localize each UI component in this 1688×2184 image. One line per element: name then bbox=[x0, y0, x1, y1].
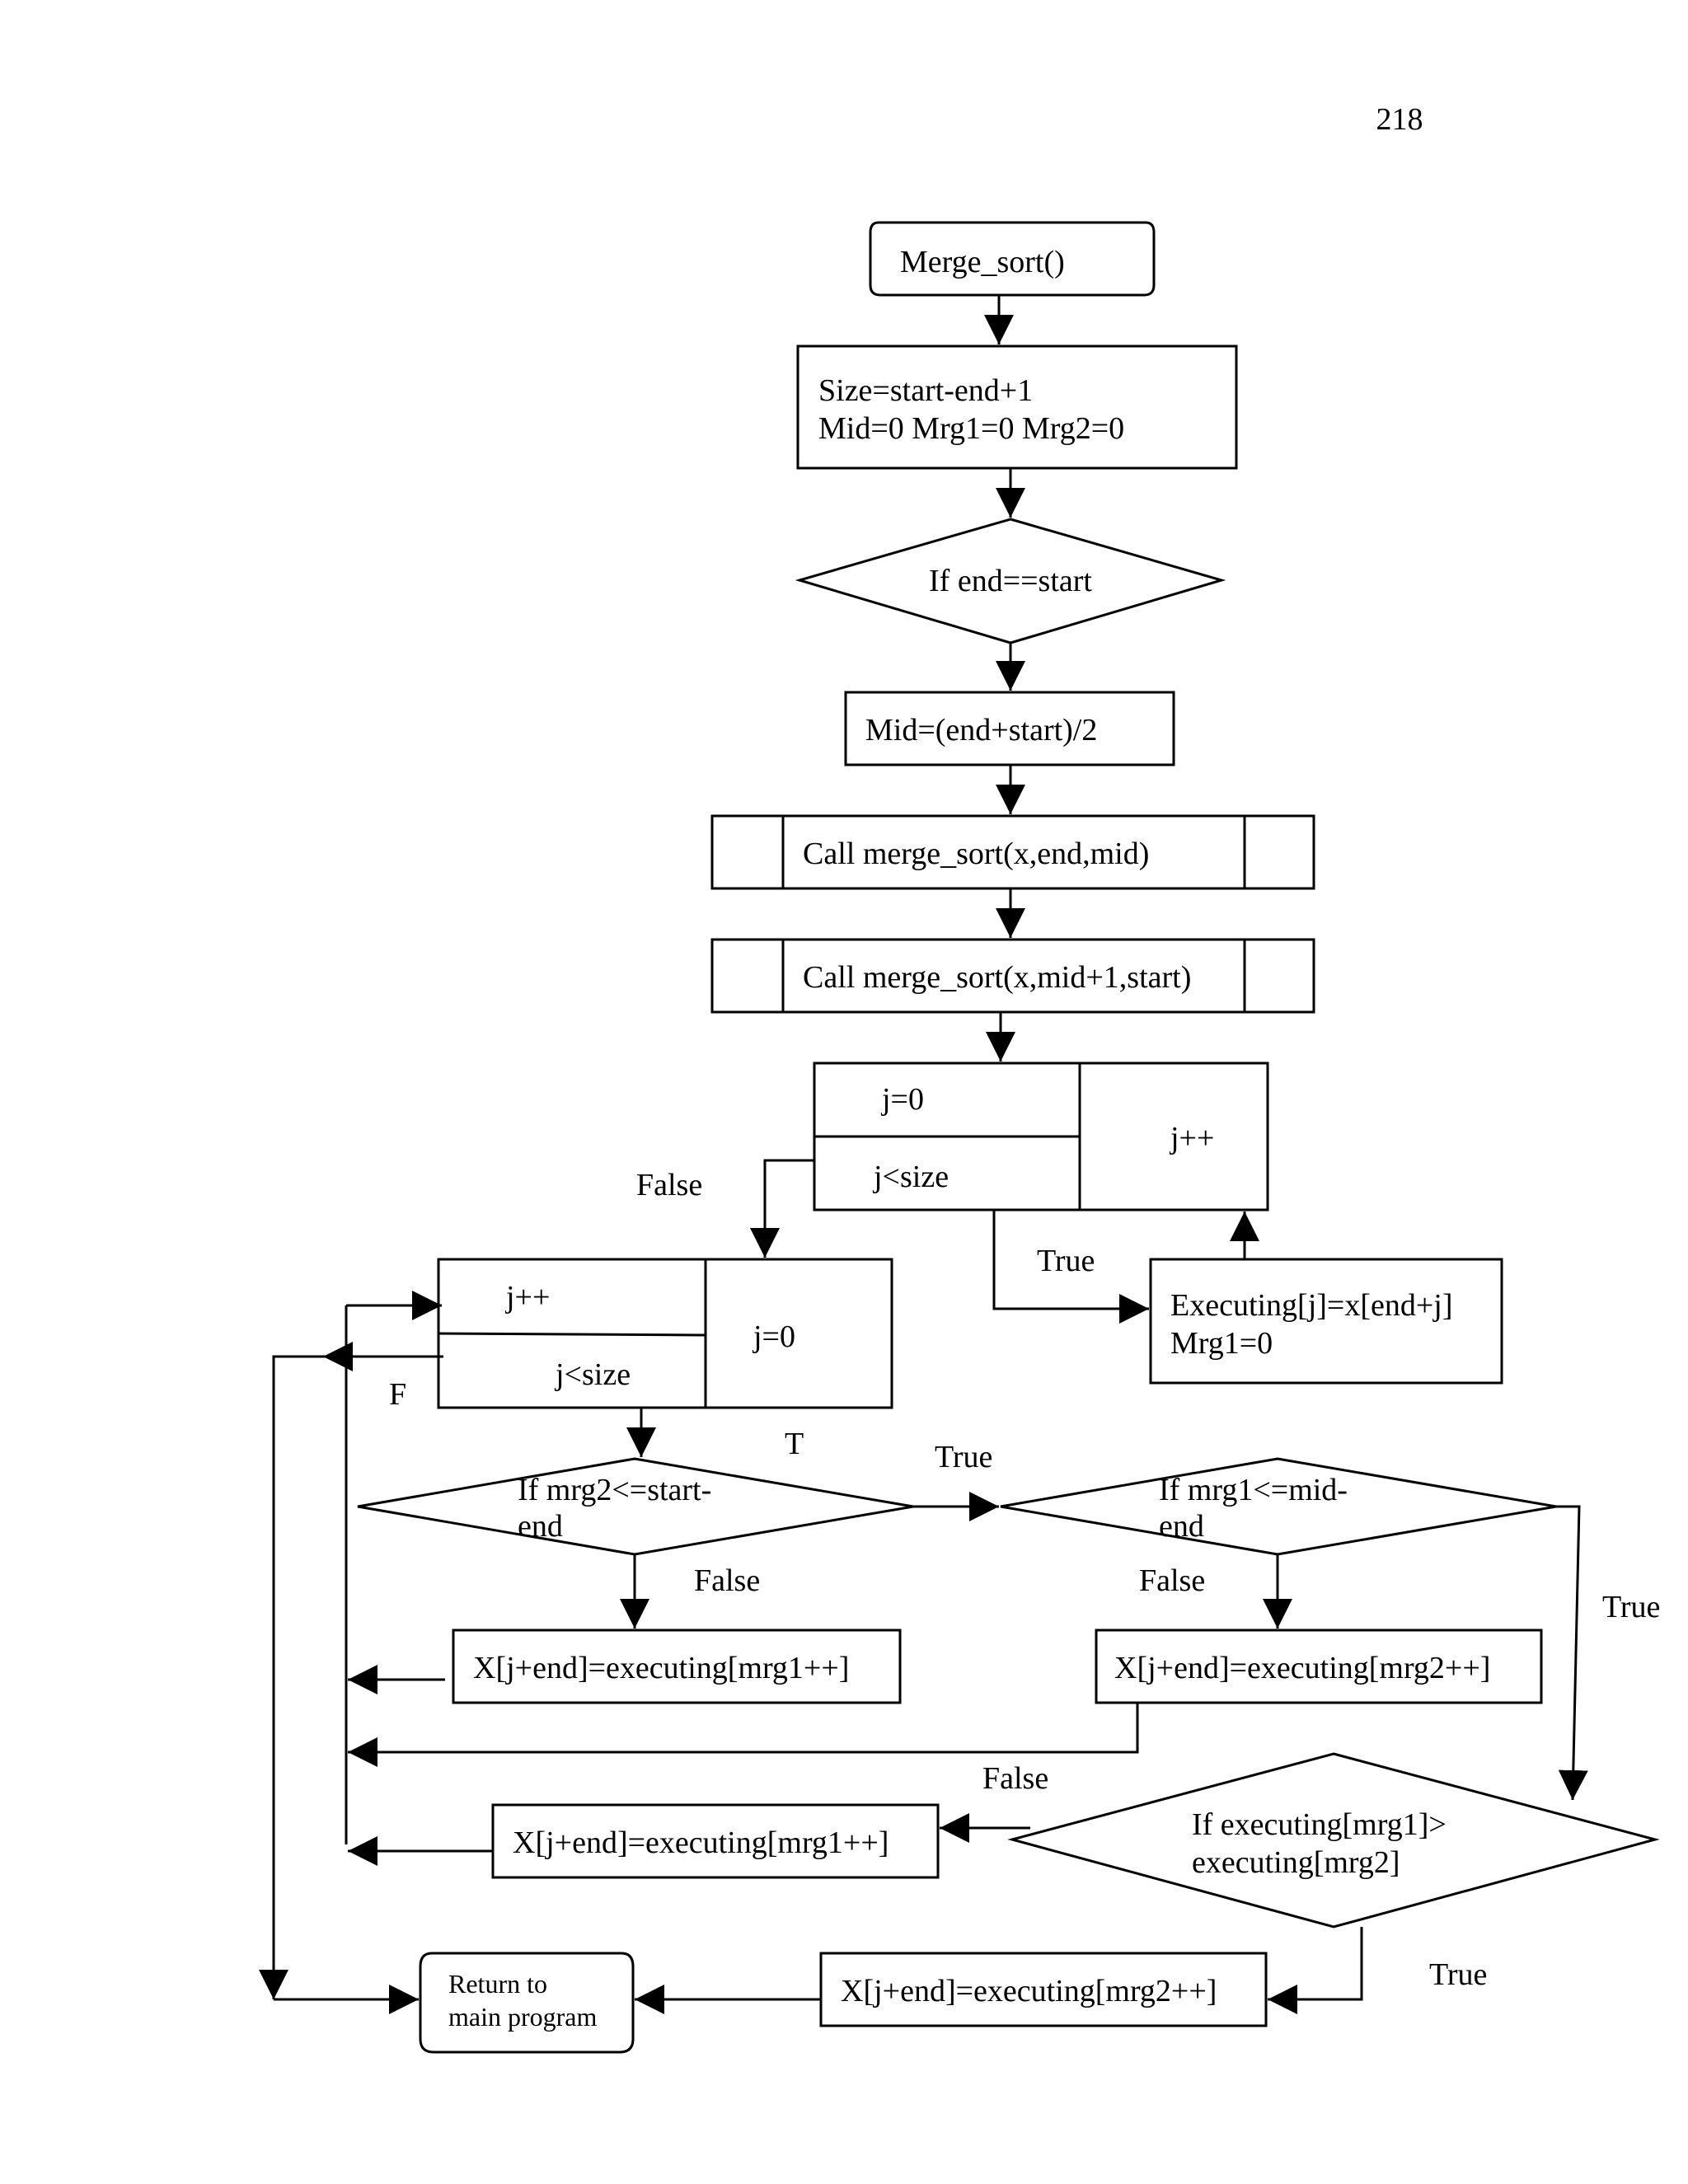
init-line2: Mid=0 Mrg1=0 Mrg2=0 bbox=[818, 411, 1124, 446]
loop2-incr: j++ bbox=[504, 1280, 550, 1315]
label-loop2-false: F bbox=[389, 1377, 406, 1412]
decision-executing-compare: If executing[mrg1]> executing[mrg2] bbox=[1007, 1752, 1660, 1929]
init-line1: Size=start-end+1 bbox=[818, 373, 1033, 408]
arrow-mrg1-true bbox=[1556, 1505, 1588, 1801]
arrow-loop1-true bbox=[992, 1210, 1149, 1324]
decision-mrg1-line1: If mrg1<=mid- bbox=[1159, 1473, 1348, 1507]
executing-line1: Executing[j]=x[end+j] bbox=[1170, 1288, 1453, 1323]
page-number: 218 bbox=[1376, 102, 1423, 137]
call-merge-sort-right: Call merge_sort(x,mid+1,start) bbox=[710, 938, 1315, 1014]
mid-calc-label: Mid=(end+start)/2 bbox=[865, 713, 1097, 748]
init-process-box: Size=start-end+1 Mid=0 Mrg1=0 Mrg2=0 bbox=[796, 344, 1238, 470]
label-mrg1-false: False bbox=[1139, 1563, 1205, 1598]
exit-line-down bbox=[259, 1355, 323, 1999]
label-mrg2-true: True bbox=[935, 1440, 992, 1474]
label-exec-false: False bbox=[982, 1761, 1048, 1796]
label-mrg1-true: True bbox=[1602, 1590, 1660, 1624]
decision-mrg1: If mrg1<=mid- end bbox=[1000, 1457, 1557, 1556]
assign-b-label: X[j+end]=executing[mrg2++] bbox=[1114, 1651, 1490, 1685]
loop2-cond: j<size bbox=[554, 1357, 631, 1392]
decision-mrg1-line2: end bbox=[1159, 1509, 1204, 1544]
decision-end-start-label: If end==start bbox=[929, 564, 1092, 598]
call2-label: Call merge_sort(x,mid+1,start) bbox=[803, 960, 1191, 995]
assign-a-label: X[j+end]=executing[mrg1++] bbox=[473, 1651, 849, 1685]
label-loop2-true: T bbox=[785, 1427, 804, 1461]
label-loop1-true: True bbox=[1037, 1244, 1095, 1278]
call1-label: Call merge_sort(x,end,mid) bbox=[803, 837, 1149, 871]
loop1-init: j=0 bbox=[880, 1082, 924, 1117]
assign-d-label: X[j+end]=executing[mrg2++] bbox=[841, 1974, 1217, 2008]
assign-c-label: X[j+end]=executing[mrg1++] bbox=[513, 1825, 889, 1860]
decision-end-equals-start: If end==start bbox=[795, 518, 1226, 644]
assign-mrg1-box-lower: X[j+end]=executing[mrg1++] bbox=[491, 1803, 940, 1879]
decision-mrg2-line1: If mrg2<=start- bbox=[518, 1473, 711, 1507]
assign-mrg1-box-upper: X[j+end]=executing[mrg1++] bbox=[452, 1629, 902, 1704]
label-loop1-false: False bbox=[636, 1168, 702, 1202]
arrow-exec-true bbox=[1268, 1927, 1363, 2014]
return-line2: main program bbox=[448, 2002, 598, 2032]
decision-exec-line2: executing[mrg2] bbox=[1192, 1845, 1400, 1880]
loop2-init: j=0 bbox=[752, 1319, 795, 1354]
start-label: Merge_sort() bbox=[900, 245, 1065, 279]
label-mrg2-false: False bbox=[694, 1563, 760, 1598]
loop2-box: j++ j<size j=0 bbox=[437, 1258, 893, 1409]
mid-calc-box: Mid=(end+start)/2 bbox=[844, 691, 1175, 766]
arrow-assign-b-back bbox=[348, 1703, 1139, 1767]
label-exec-true: True bbox=[1429, 1957, 1487, 1992]
assign-mrg2-box-lower: X[j+end]=executing[mrg2++] bbox=[819, 1952, 1268, 2027]
executing-assign-box: Executing[j]=x[end+j] Mrg1=0 bbox=[1149, 1258, 1503, 1385]
start-terminal: Merge_sort() bbox=[869, 221, 1156, 297]
assign-mrg2-box-upper: X[j+end]=executing[mrg2++] bbox=[1095, 1629, 1543, 1704]
loop1-incr: j++ bbox=[1169, 1121, 1214, 1155]
decision-exec-line1: If executing[mrg1]> bbox=[1192, 1807, 1447, 1842]
arrow-loop1-false bbox=[750, 1159, 814, 1258]
return-line1: Return to bbox=[448, 1969, 547, 1999]
executing-line2: Mrg1=0 bbox=[1170, 1326, 1273, 1361]
loop1-cond: j<size bbox=[872, 1160, 949, 1194]
connectors bbox=[259, 295, 1588, 2014]
loop1-box: j=0 j<size j++ bbox=[813, 1062, 1269, 1212]
decision-mrg2: If mrg2<=start- end bbox=[357, 1457, 914, 1556]
call-merge-sort-left: Call merge_sort(x,end,mid) bbox=[710, 814, 1315, 890]
return-terminal: Return to main program bbox=[419, 1952, 635, 2054]
decision-mrg2-line2: end bbox=[518, 1509, 563, 1544]
